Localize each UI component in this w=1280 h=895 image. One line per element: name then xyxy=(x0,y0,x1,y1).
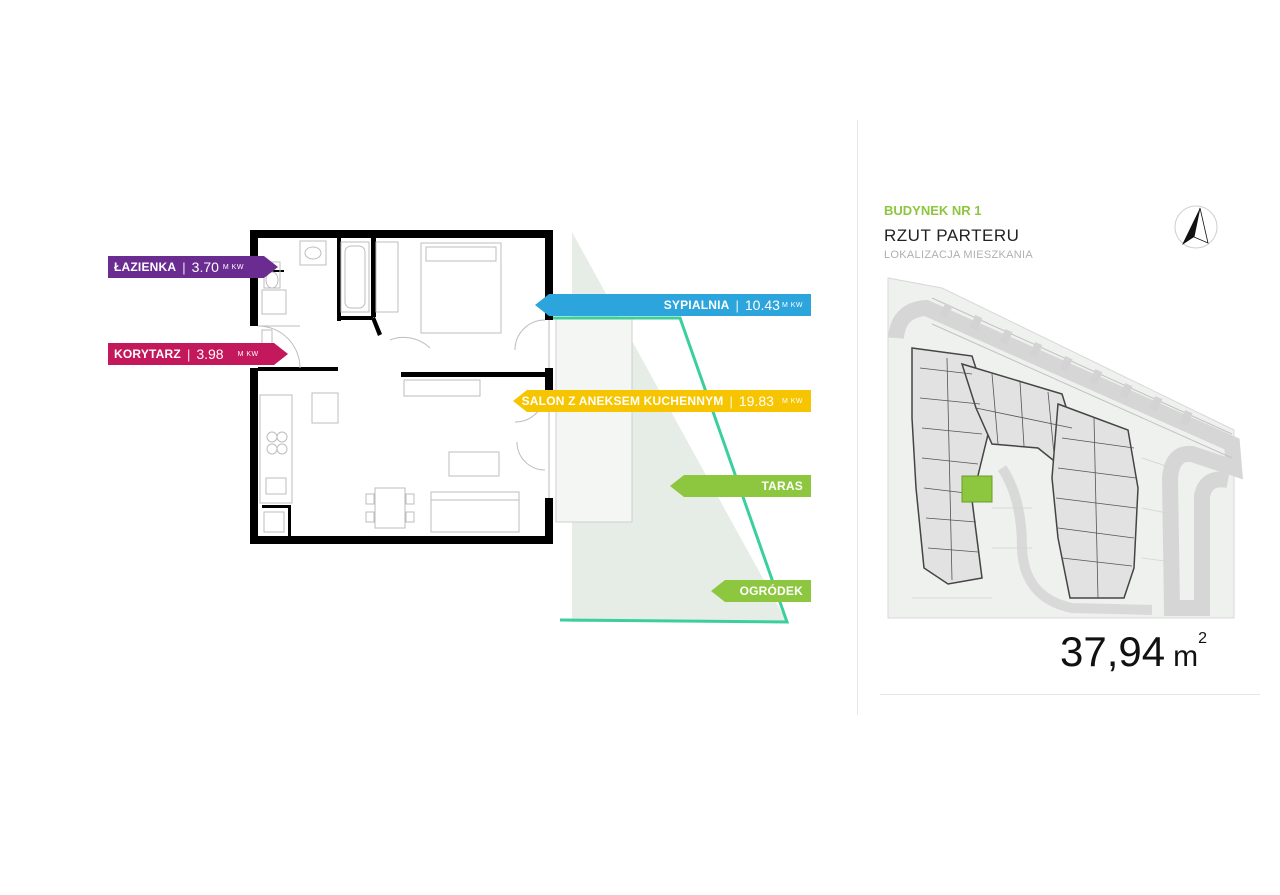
lazienka-label-shape xyxy=(108,256,278,278)
salon-unit: M KW xyxy=(781,397,803,405)
sypialnia-label-shape xyxy=(535,294,811,316)
ogrodek-label-shape xyxy=(711,580,811,602)
salon-separator: | xyxy=(729,393,733,409)
korytarz-label: KORYTARZ | 3.98 M KW xyxy=(108,343,282,365)
korytarz-name: KORYTARZ xyxy=(114,347,181,361)
sypialnia-separator: | xyxy=(735,297,739,313)
site-plan xyxy=(887,277,1243,619)
korytarz-separator: | xyxy=(186,346,191,362)
lazienka-separator: | xyxy=(182,259,186,275)
salon-label: SALON Z ANEKSEM KUCHENNYM | 19.83 M KW xyxy=(522,390,811,412)
taras-label: TARAS xyxy=(684,475,811,497)
sypialnia-label: SYPIALNIA | 10.43 M KW xyxy=(549,294,811,316)
sypialnia-name: SYPIALNIA xyxy=(663,298,730,312)
interior-walls xyxy=(258,237,547,537)
lazienka-name: ŁAZIENKA xyxy=(114,260,177,274)
total-area-unit-text: m xyxy=(1173,640,1199,673)
lazienka-area: 3.70 xyxy=(191,259,219,275)
taras-label-shape xyxy=(670,475,811,497)
terrace-area xyxy=(555,317,633,523)
total-area-unit: m2 xyxy=(1173,630,1207,673)
korytarz-area: 3.98 xyxy=(196,346,224,362)
building-title: BUDYNEK NR 1 xyxy=(884,203,982,218)
north-arrow-icon xyxy=(1174,205,1218,249)
highlighted-apartment xyxy=(961,475,993,503)
floor-plan xyxy=(250,230,790,624)
panel-bottom-line xyxy=(880,694,1260,695)
garden-boundary xyxy=(548,316,790,624)
panel-divider xyxy=(857,120,858,715)
location-subtitle: LOKALIZACJA MIESZKANIA xyxy=(884,249,1034,261)
total-area-exponent: 2 xyxy=(1198,630,1208,647)
sypialnia-unit: M KW xyxy=(781,301,803,309)
salon-name: SALON Z ANEKSEM KUCHENNYM xyxy=(521,394,724,408)
lazienka-unit: M KW xyxy=(222,263,244,271)
ogrodek-label: OGRÓDEK xyxy=(725,580,811,602)
total-area-value: 37,94 xyxy=(1060,628,1166,675)
outer-walls xyxy=(250,230,553,544)
korytarz-label-shape xyxy=(108,343,288,365)
taras-name: TARAS xyxy=(761,479,803,493)
salon-area: 19.83 xyxy=(738,393,774,409)
korytarz-unit: M KW xyxy=(237,350,259,358)
ogrodek-name: OGRÓDEK xyxy=(739,584,803,598)
lazienka-label: ŁAZIENKA | 3.70 M KW xyxy=(108,256,272,278)
floor-title: RZUT PARTERU xyxy=(884,226,1020,245)
sypialnia-area: 10.43 xyxy=(744,297,780,313)
salon-label-shape xyxy=(513,390,811,412)
